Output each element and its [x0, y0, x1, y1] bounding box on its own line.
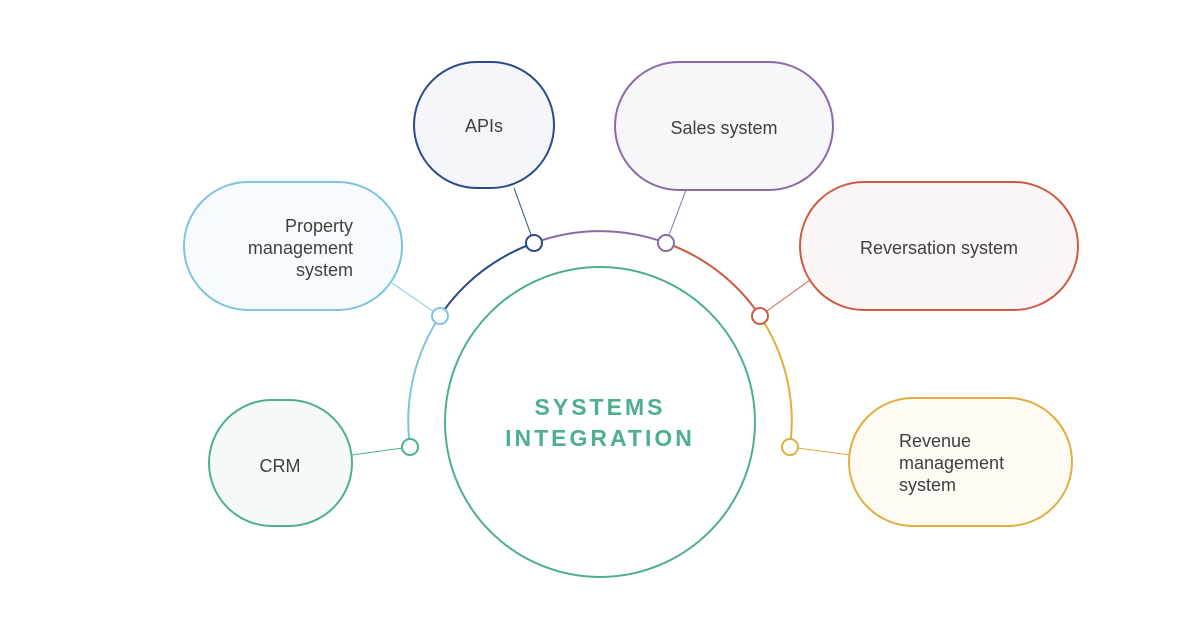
center-label-line1: SYSTEMS — [535, 394, 666, 420]
node-revenue-shape — [848, 397, 1073, 527]
node-crm-label: CRM — [260, 456, 301, 476]
node-revenue-management-system: Revenue management system — [848, 397, 1073, 527]
node-property-label-line3: system — [296, 260, 353, 280]
node-crm-shape — [208, 399, 353, 527]
node-sales-shape — [614, 61, 834, 191]
connector-property — [391, 282, 441, 317]
center-label-line2: INTEGRATION — [505, 425, 695, 451]
node-revenue-label-line1: Revenue — [899, 431, 971, 451]
dot-reservation — [751, 307, 769, 325]
node-apis-shape — [413, 61, 555, 189]
node-revenue-label-line2: management — [899, 453, 1004, 473]
dot-sales — [657, 234, 675, 252]
arc-segment-revenue — [759, 315, 793, 448]
dot-crm — [401, 438, 419, 456]
connector-apis — [513, 187, 535, 244]
node-reservation-shape — [799, 181, 1079, 311]
node-property-shape — [183, 181, 403, 311]
node-crm: CRM — [208, 399, 353, 527]
dot-property — [431, 307, 449, 325]
node-revenue-label-line3: system — [899, 475, 956, 495]
center-circle — [444, 266, 756, 578]
node-reservation-label: Reversation system — [860, 238, 1018, 258]
arc-segment-crm — [407, 315, 441, 448]
dot-revenue — [781, 438, 799, 456]
node-property-label-line1: Property — [285, 216, 353, 236]
dot-apis — [525, 234, 543, 252]
node-sales-label: Sales system — [670, 118, 777, 138]
connectors — [351, 187, 851, 456]
node-property-management-system: Property management system — [183, 181, 403, 311]
outer-arc — [407, 230, 793, 448]
junction-dots — [401, 234, 799, 456]
arc-segment-sales — [533, 230, 667, 244]
connector-revenue — [789, 446, 851, 456]
connector-reservation — [759, 279, 811, 317]
node-apis: APIs — [413, 61, 555, 189]
node-apis-label: APIs — [465, 116, 503, 136]
connector-sales — [665, 189, 687, 244]
node-property-label-line2: management — [248, 238, 353, 258]
node-reservation-system: Reversation system — [799, 181, 1079, 311]
node-sales-system: Sales system — [614, 61, 834, 191]
connector-crm — [351, 446, 411, 456]
arc-segment-apis — [439, 242, 535, 317]
arc-segment-reservation — [665, 242, 761, 317]
